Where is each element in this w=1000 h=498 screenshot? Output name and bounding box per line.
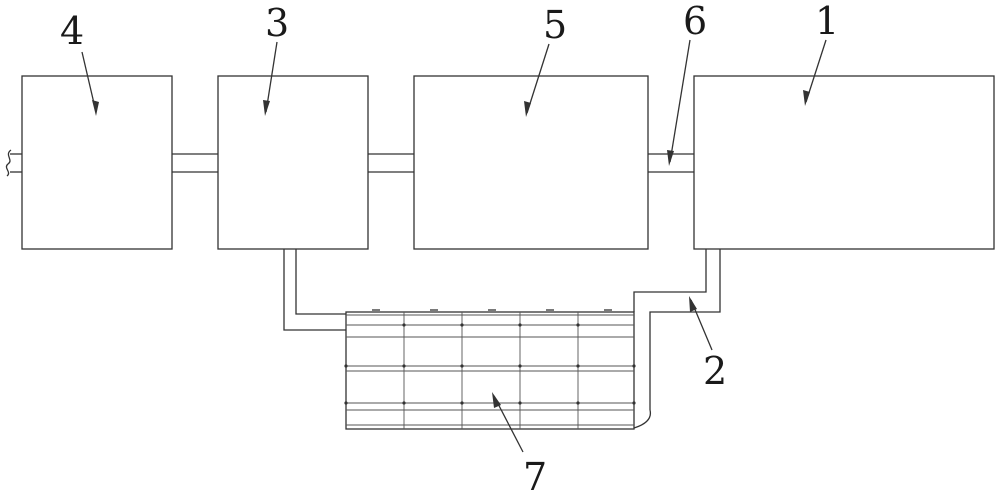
block-3 [217,75,369,250]
block-1 [693,75,995,250]
leader-1 [803,39,827,106]
label-1: 1 [815,0,839,43]
leader-4 [81,51,99,116]
inlet-pipe [5,149,22,177]
leader-2 [689,296,713,351]
leader-5 [524,43,550,117]
pipe-3-5 [368,153,414,173]
leader-7 [492,392,524,453]
label-7: 7 [523,455,547,498]
pipe-4-3 [172,153,218,173]
label-2: 2 [703,349,727,393]
leader-6 [667,39,691,166]
pipe-2 [633,249,721,429]
block-4 [21,75,173,250]
label-4: 4 [60,9,84,53]
label-3: 3 [265,1,289,45]
pipe-3-to-panel [283,249,346,331]
label-6: 6 [683,0,707,43]
panel-7 [344,309,636,430]
label-5: 5 [543,3,567,47]
block-5 [413,75,649,250]
leader-3 [263,41,278,116]
